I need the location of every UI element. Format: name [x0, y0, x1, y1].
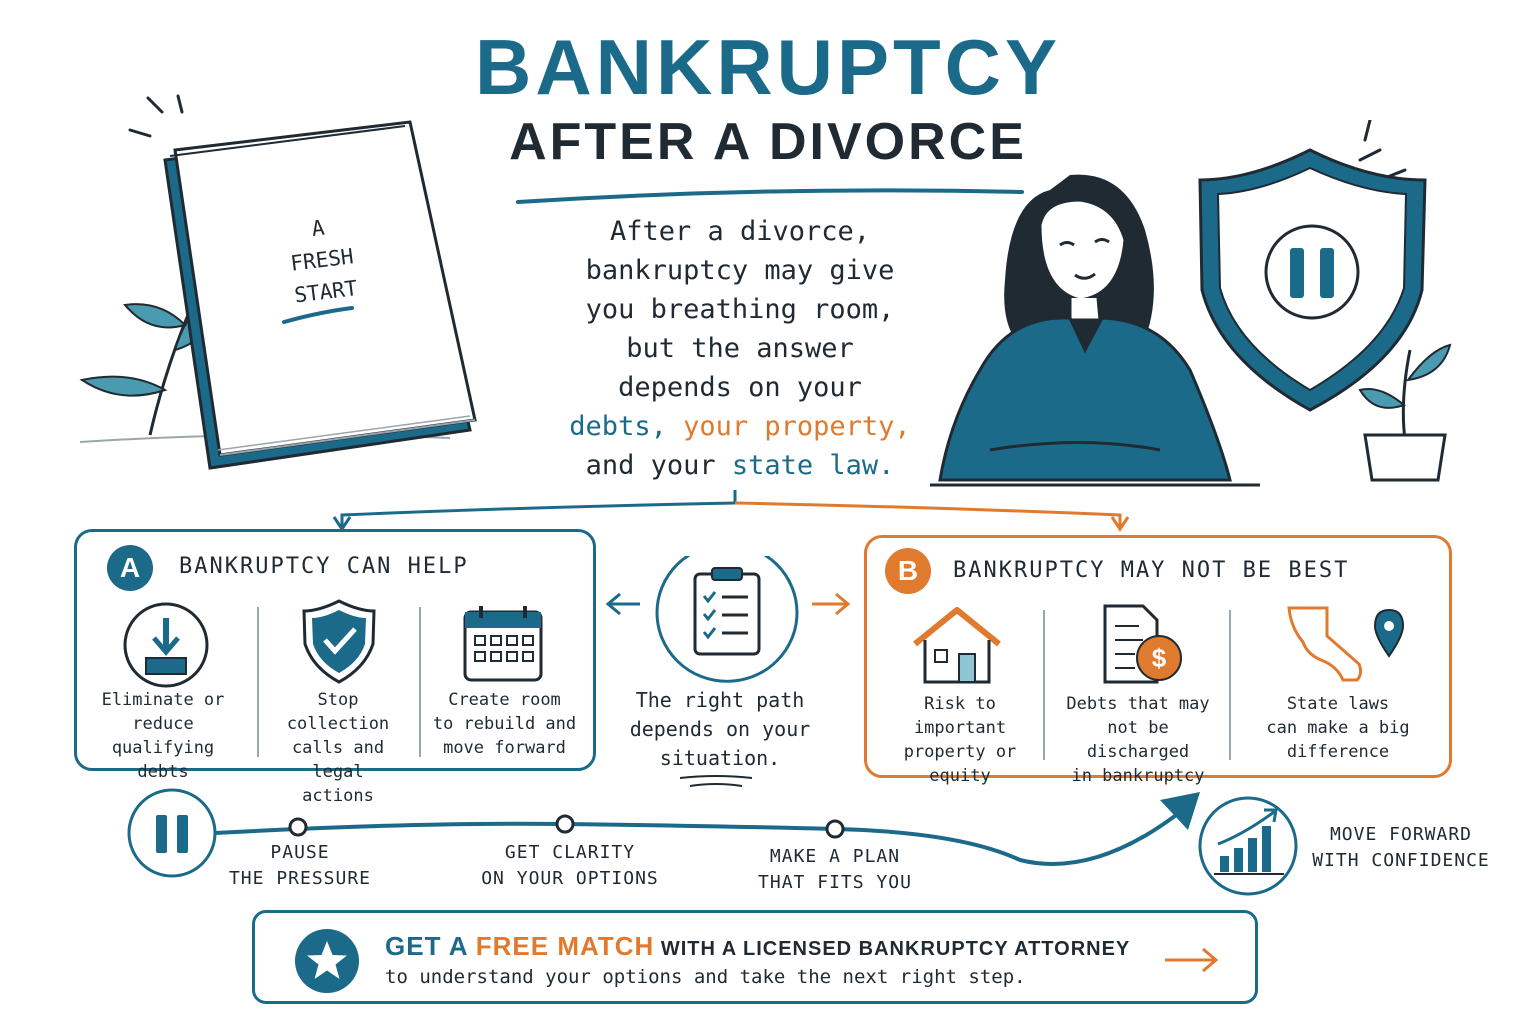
not-best-item-1: Risk to important property or equity [875, 692, 1045, 788]
woman-illustration [930, 174, 1260, 487]
badge-b: B [885, 548, 931, 594]
item-line: debts [137, 762, 189, 782]
panel-can-help: A BANKRUPTCY CAN HELP Eliminate or reduc… [74, 529, 596, 806]
item-line: not be discharged [1086, 718, 1190, 762]
item-line: difference [1286, 742, 1390, 762]
intro-line-7-prefix: and your [585, 450, 716, 481]
book-illustration [79, 94, 477, 470]
intro-line-4: but the answer [626, 333, 854, 364]
document-dollar-icon: $ [1103, 604, 1182, 684]
cta-part-3: WITH A LICENSED BANKRUPTCY ATTORNEY [654, 938, 1131, 960]
pause-icon [127, 788, 217, 878]
item-line: can make a big [1266, 718, 1410, 738]
download-tray-icon [123, 602, 209, 688]
goal-line: WITH CONFIDENCE [1312, 850, 1490, 871]
timeline [127, 788, 1200, 878]
not-best-item-2: Debts that may not be discharged in bank… [1053, 692, 1223, 788]
step-plan: MAKE A PLAN THAT FITS YOU [750, 844, 920, 896]
shield-check-icon [302, 599, 376, 684]
intro-line-7: and your state law. [540, 446, 940, 485]
item-line: Eliminate or [101, 690, 225, 710]
divider [257, 607, 259, 757]
center-line-2: depends on your [629, 717, 811, 741]
item-line: Risk to important [913, 694, 1007, 738]
panel-b-title: BANKRUPTCY MAY NOT BE BEST [953, 558, 1350, 583]
highlight-debts: debts, [569, 411, 667, 442]
step-clarity: GET CLARITY ON YOUR OPTIONS [470, 840, 670, 892]
calendar-icon [463, 606, 543, 682]
divider [1229, 610, 1231, 760]
page-subtitle: AFTER A DIVORCE [509, 113, 1027, 171]
step-pause: PAUSE THE PRESSURE [220, 840, 380, 892]
item-line: in bankruptcy [1071, 766, 1205, 786]
cta-box[interactable]: GET A FREE MATCH WITH A LICENSED BANKRUP… [252, 910, 1258, 1004]
item-line: Stop collection [286, 690, 390, 734]
step-line: THE PRESSURE [228, 868, 372, 889]
item-line: State laws [1286, 694, 1390, 714]
title-underline [516, 188, 1024, 204]
center-line-1: The right path [635, 688, 805, 712]
item-line: equity [929, 766, 991, 786]
growth-chart-icon [1198, 796, 1298, 896]
item-line: Create room [448, 690, 561, 710]
cta-subtext: to understand your options and take the … [385, 966, 1026, 988]
panel-a-title: BANKRUPTCY CAN HELP [179, 554, 469, 579]
house-icon [913, 607, 1001, 684]
center-underline [679, 775, 753, 787]
step-dot [825, 819, 845, 839]
step-dot [555, 814, 575, 834]
cta-part-1: GET A [385, 931, 476, 961]
can-help-item-2: Stop collection calls and legal actions [263, 688, 413, 808]
item-line: property or [903, 742, 1017, 762]
badge-a: A [107, 545, 153, 591]
panel-may-not-be-best: B BANKRUPTCY MAY NOT BE BEST $ Risk to i… [864, 535, 1452, 786]
item-line: calls and legal [291, 738, 385, 782]
highlight-state-law: state law. [731, 450, 895, 481]
star-icon [295, 929, 359, 993]
intro-line-5: depends on your [618, 372, 862, 403]
intro-line-2: bankruptcy may give [585, 255, 895, 286]
page-title: BANKRUPTCY [475, 23, 1061, 111]
state-map-pin-icon [1287, 606, 1405, 682]
cta-free-match: FREE MATCH [475, 931, 655, 961]
cta-headline: GET A FREE MATCH WITH A LICENSED BANKRUP… [385, 931, 1130, 962]
can-help-item-1: Eliminate or reduce qualifying debts [83, 688, 243, 784]
divider [1043, 610, 1045, 760]
item-line: move forward [443, 738, 566, 758]
goal-line: MOVE FORWARD [1329, 824, 1473, 845]
plant-right-icon [1358, 343, 1452, 482]
intro-line-3: you breathing room, [585, 294, 895, 325]
can-help-item-3: Create room to rebuild and move forward [427, 688, 582, 760]
step-line: THAT FITS YOU [758, 872, 912, 893]
intro-paragraph: After a divorce, bankruptcy may give you… [540, 212, 940, 485]
item-line: reduce qualifying [111, 714, 215, 758]
intro-line-1: After a divorce, [609, 216, 871, 247]
step-line: PAUSE [270, 842, 330, 863]
branch-arrows [332, 490, 1130, 532]
book-label: A FRESH START [257, 205, 388, 315]
step-dot [288, 817, 308, 837]
step-line: MAKE A PLAN [769, 846, 901, 867]
center-line-3: situation. [659, 746, 781, 770]
item-line: to rebuild and [432, 714, 577, 734]
not-best-item-3: State laws can make a big difference [1253, 692, 1423, 764]
intro-line-6: debts, your property, [540, 407, 940, 446]
center-compare [605, 556, 851, 683]
center-caption: The right path depends on your situation… [620, 686, 820, 773]
item-line: actions [302, 786, 374, 806]
step-line: GET CLARITY [504, 842, 636, 863]
shield-pause-icon [1198, 120, 1427, 412]
svg-text:$: $ [1152, 643, 1167, 673]
goal-label: MOVE FORWARD WITH CONFIDENCE [1306, 822, 1496, 874]
clipboard-checklist-icon [693, 567, 761, 656]
item-line: Debts that may [1066, 694, 1210, 714]
highlight-property: your property, [683, 411, 911, 442]
step-line: ON YOUR OPTIONS [481, 868, 659, 889]
divider [419, 607, 421, 757]
arrow-right-icon[interactable] [1161, 943, 1221, 977]
